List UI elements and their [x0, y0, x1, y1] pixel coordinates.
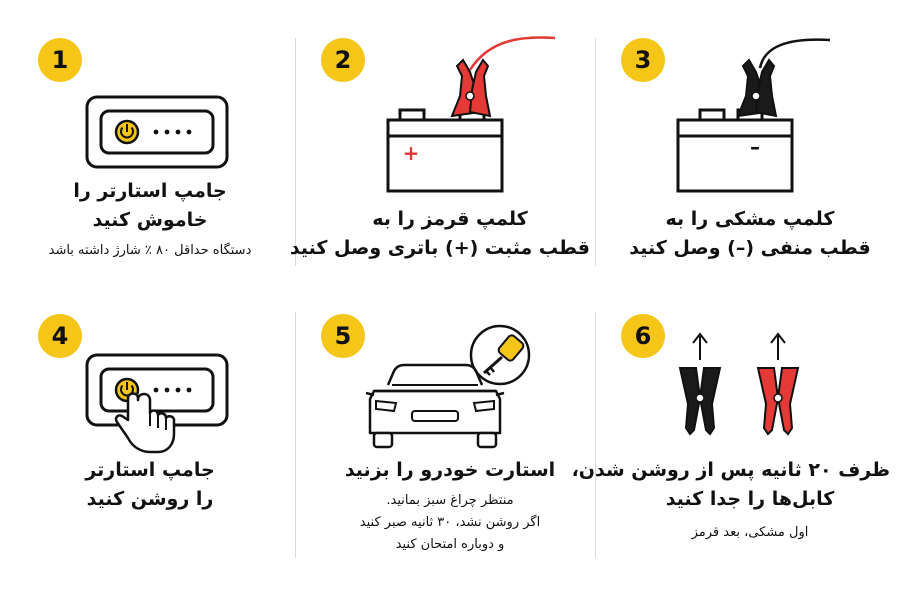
step-title: جامپ استارتر را روشن کنید	[85, 459, 215, 510]
step-title: کلمپ مشکی را به قطب منفی (–) وصل کنید	[629, 208, 871, 259]
step-number-badge: 4	[38, 314, 82, 358]
jump-starter-press-icon	[85, 353, 229, 454]
step-number-badge: 5	[321, 314, 365, 358]
step-title: کلمپ قرمز را به قطب مثبت (+) باتری وصل ک…	[289, 208, 590, 259]
step-3: 3 – کلمپ مشکی را به قطب منفی (–) وصل کنی…	[600, 0, 900, 300]
column-separator	[595, 38, 596, 266]
step-2: 2 + کلمپ قرمز را به قطب مثبت (+) باتری و…	[289, 0, 600, 300]
step-note: اول مشکی، بعد قرمز	[691, 525, 809, 540]
column-separator	[595, 312, 596, 558]
column-separator	[295, 38, 296, 266]
remove-clamps-icon	[678, 332, 800, 436]
step-note: دستگاه حداقل ۸۰ ٪ شارژ داشته باشد	[48, 243, 252, 258]
step-1: 1 جامپ استارتر را خاموش کنید دستگاه حداق…	[0, 0, 300, 300]
battery-red-clamp-icon: +	[386, 36, 556, 193]
jump-starter-power-icon	[85, 95, 229, 169]
step-title: جامپ استارتر را خاموش کنید	[73, 180, 227, 231]
step-5: 5 استارت خودرو را بزنید منتظر چراغ سبز ب…	[300, 300, 600, 600]
step-number-badge: 1	[38, 38, 82, 82]
step-title: ظرف ۲۰ ثانیه پس از روشن شدن، کابل‌ها را …	[571, 459, 890, 510]
battery-black-clamp-icon: –	[676, 38, 831, 193]
step-6: 6 ظرف ۲۰ ثانیه پس از روشن شدن، کابل‌ها ر…	[571, 300, 900, 600]
column-separator	[295, 312, 296, 558]
step-number-badge: 3	[621, 38, 665, 82]
svg-text:+: +	[403, 141, 420, 165]
svg-text:–: –	[750, 135, 760, 159]
step-number-badge: 2	[321, 38, 365, 82]
step-4: 4 جامپ استارتر را روشن کنید	[0, 300, 300, 600]
step-number-badge: 6	[621, 314, 665, 358]
step-title: استارت خودرو را بزنید	[344, 459, 556, 481]
car-key-icon	[365, 324, 531, 449]
step-note: منتظر چراغ سبز بمانید. اگر روشن نشد، ۳۰ …	[359, 493, 541, 553]
